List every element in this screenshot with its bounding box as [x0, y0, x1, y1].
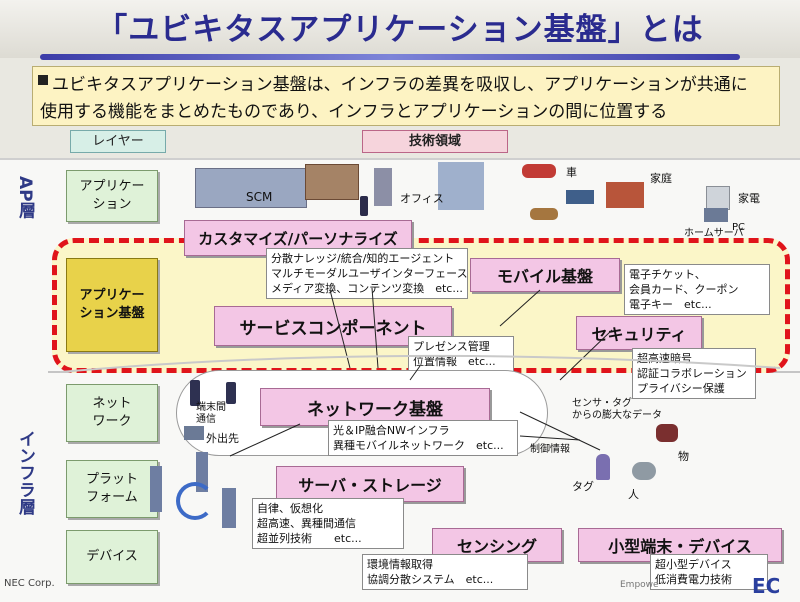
note-line: 超小型デバイス: [655, 558, 732, 571]
customize-notes: 分散ナレッジ/統合/知的エージェント マルチモーダルユーザインターフェース メデ…: [266, 248, 468, 299]
note-line: 超高速、異種間通信: [257, 517, 356, 530]
office-tower-icon: [438, 162, 484, 210]
note-line: 自律、仮想化: [257, 502, 323, 515]
control-info-label: 制御情報: [530, 444, 570, 455]
mobile-phone-icon: [226, 382, 236, 404]
network-notes: 光＆IP融合NWインフラ 異種モバイルネットワーク etc...: [328, 420, 518, 456]
footer-tagline: Empowe: [620, 580, 659, 590]
cycle-arrow-icon: [176, 482, 214, 520]
note-line: 位置情報 etc...: [413, 355, 496, 368]
office-label: オフィス: [400, 192, 444, 205]
car-icon: [522, 164, 556, 178]
mobile-phone-icon: [190, 380, 200, 406]
server-rack-icon: [150, 466, 162, 512]
mobile-base-label: モバイル基盤: [496, 267, 593, 286]
truck-icon: [566, 190, 594, 204]
service-component-label: サービスコンポーネント: [239, 318, 427, 339]
small-device-label: 小型端末・デバイス: [608, 537, 752, 556]
note-line: 電子キー etc...: [629, 298, 712, 311]
layer-device-label: デバイス: [86, 549, 138, 564]
layer-application-base[interactable]: アプリケー ション基盤: [66, 258, 158, 352]
ap-layer-label: AP層: [8, 176, 42, 236]
appliance-icon: [706, 186, 730, 210]
infra-layer-label: インフラ層: [8, 430, 42, 540]
mobile-notes: 電子チケット、 会員カード、クーポン 電子キー etc...: [624, 264, 770, 315]
pc-icon: [704, 208, 728, 222]
slide-title: 「ユビキタスアプリケーション基盤」とは: [96, 12, 704, 48]
layer-device[interactable]: デバイス: [66, 530, 158, 584]
title-band: [0, 0, 800, 58]
appliance-label: 家電: [738, 192, 760, 205]
nec-logo: EC: [752, 574, 781, 598]
summary-line-2: 使用する機能をまとめたものであり、インフラとアプリケーションの間に位置する: [40, 102, 668, 122]
note-line: 認証コラボレーション: [637, 367, 747, 380]
layer-application[interactable]: アプリケー ション: [66, 170, 158, 222]
note-line: 超並列技術 etc...: [257, 532, 362, 545]
note-line: 協調分散システム etc...: [367, 573, 494, 586]
note-line: 光＆IP融合NWインフラ: [333, 424, 450, 437]
home-server-label: ホームサーバ: [684, 228, 744, 239]
laptop-icon: [184, 426, 204, 440]
server-storage-box[interactable]: サーバ・ストレージ: [276, 466, 464, 502]
server-storage-label: サーバ・ストレージ: [298, 476, 442, 495]
layer-application-label: アプリケー ション: [79, 179, 145, 212]
network-base-box[interactable]: ネットワーク基盤: [260, 388, 490, 426]
summary-box: [32, 66, 780, 126]
small-device-notes: 超小型デバイス 低消費電力技術: [650, 554, 768, 590]
person-label: 人: [628, 488, 639, 501]
office-building-icon: [374, 168, 392, 206]
device-icon: [632, 462, 656, 480]
layer-network[interactable]: ネット ワーク: [66, 384, 158, 442]
note-line: 低消費電力技術: [655, 573, 732, 586]
service-notes: プレゼンス管理 位置情報 etc...: [408, 336, 514, 372]
security-label: セキュリティ: [591, 325, 687, 344]
sensing-notes: 環境情報取得 協調分散システム etc...: [362, 554, 528, 590]
terminal-comm-label: 端末間 通信: [196, 402, 226, 425]
note-line: 異種モバイルネットワーク etc...: [333, 439, 504, 452]
note-line: 環境情報取得: [367, 558, 433, 571]
sensor-data-label: センサ・タグ からの膨大なデータ: [572, 398, 662, 421]
outside-label: 外出先: [206, 432, 239, 445]
footer-corp: NEC Corp.: [4, 578, 55, 589]
car-label: 車: [566, 166, 577, 179]
bullet-square-icon: [38, 75, 48, 85]
ap-layer-text: AP層: [15, 176, 35, 219]
car-icon-2: [530, 208, 558, 220]
home-label: 家庭: [650, 172, 672, 185]
layer-platform-label: プラット フォーム: [85, 472, 138, 505]
mobile-base-box[interactable]: モバイル基盤: [470, 258, 620, 292]
tag-label: タグ: [572, 480, 594, 493]
scm-label: SCM: [246, 190, 273, 204]
server-notes: 自律、仮想化 超高速、異種間通信 超並列技術 etc...: [252, 498, 404, 549]
note-line: プライバシー保護: [637, 382, 725, 395]
layer-platform[interactable]: プラット フォーム: [66, 460, 158, 518]
sensing-label: センシング: [456, 537, 537, 556]
pc-label: PC: [732, 222, 746, 233]
server-rack-icon: [222, 488, 236, 528]
note-line: マルチモーダルユーザインターフェース: [271, 267, 468, 280]
layer-network-label: ネット ワーク: [92, 396, 132, 429]
note-line: メディア変換、コンテンツ変換 etc...: [271, 282, 463, 295]
person-icon: [596, 454, 610, 480]
tech-area-header: 技術領域: [362, 130, 508, 153]
note-line: 分散ナレッジ/統合/知的エージェント: [271, 252, 455, 265]
house-icon: [606, 182, 644, 208]
note-line: 会員カード、クーポン: [629, 283, 739, 296]
customize-personalize-label: カスタマイズ/パーソナライズ: [198, 229, 398, 248]
factory-icon: [195, 168, 307, 208]
infra-layer-text: インフラ層: [15, 430, 35, 515]
summary-line-1: ユビキタスアプリケーション基盤は、インフラの差異を吸収し、アプリケーションが共通…: [52, 75, 748, 95]
warehouse-icon: [305, 164, 359, 200]
note-line: プレゼンス管理: [413, 340, 490, 353]
note-line: 電子チケット、: [629, 268, 706, 281]
title-underline: [40, 54, 740, 60]
layer-header: レイヤー: [70, 130, 166, 153]
network-base-label: ネットワーク基盤: [307, 399, 443, 420]
layer-application-base-label: アプリケー ション基盤: [79, 288, 145, 321]
thing-label: 物: [678, 450, 689, 463]
thing-icon: [656, 424, 678, 442]
mobile-phone-icon: [360, 196, 368, 216]
